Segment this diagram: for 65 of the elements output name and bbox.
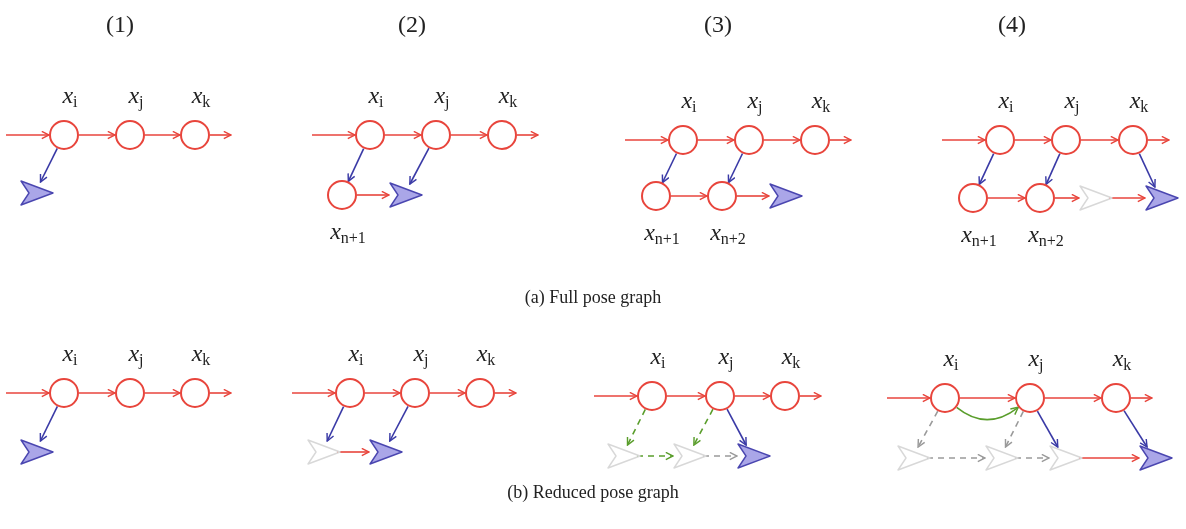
node-label: x$_{i}$ <box>348 341 364 365</box>
arrow <box>959 393 1016 403</box>
node-label: x$_{k}$ <box>191 83 211 107</box>
arrow <box>697 135 735 145</box>
node-label: x$_{k}$ <box>811 88 831 112</box>
arrow <box>364 388 401 398</box>
arrow <box>955 406 1020 421</box>
arrow <box>941 135 986 145</box>
caption: (b) Reduced pose graph <box>507 483 679 501</box>
arrow <box>829 135 852 145</box>
arrow <box>311 130 356 140</box>
node-label: x$_{i}$ <box>681 88 697 112</box>
panel-number: (3) <box>704 12 732 36</box>
node-label: x$_{i}$ <box>368 83 384 107</box>
node-label: x$_{k}$ <box>498 83 518 107</box>
arrow <box>78 388 116 398</box>
arrow <box>516 130 539 140</box>
panel-number: (2) <box>398 12 426 36</box>
arrow <box>1130 393 1153 403</box>
arrow <box>1147 135 1170 145</box>
panel-number: (4) <box>998 12 1026 36</box>
node-label: x$_{n+1}$ <box>644 220 680 244</box>
arrow <box>450 130 488 140</box>
node-label: x$_{i}$ <box>650 344 666 368</box>
arrow <box>799 391 822 401</box>
node-label: x$_{i}$ <box>62 83 78 107</box>
arrow <box>1080 135 1119 145</box>
arrow <box>624 135 669 145</box>
arrow <box>736 191 770 201</box>
arrow <box>144 388 181 398</box>
arrow <box>78 130 116 140</box>
arrow <box>494 388 517 398</box>
arrow <box>209 388 232 398</box>
arrow <box>734 391 771 401</box>
arrow <box>291 388 336 398</box>
arrow <box>670 191 708 201</box>
node-label: x$_{i}$ <box>998 88 1014 112</box>
node-label: x$_{n+1}$ <box>961 222 997 246</box>
arrow <box>384 130 422 140</box>
arrow <box>1054 193 1080 203</box>
arrow <box>593 391 638 401</box>
node-label: x$_{k}$ <box>191 341 211 365</box>
caption: (a) Full pose graph <box>524 288 662 306</box>
arrow <box>1044 393 1102 403</box>
node-label: x$_{k}$ <box>781 344 801 368</box>
arrow <box>987 193 1026 203</box>
arrow <box>356 190 390 200</box>
node-label: x$_{i}$ <box>62 341 78 365</box>
arrow <box>5 388 50 398</box>
node-label: x$_{k}$ <box>1129 88 1149 112</box>
arrow <box>5 130 50 140</box>
node-label: x$_{k}$ <box>1112 346 1132 370</box>
arrow <box>763 135 801 145</box>
arrow <box>666 391 706 401</box>
node-label: x$_{k}$ <box>476 341 496 365</box>
node-label: x$_{n+2}$ <box>1028 222 1064 246</box>
arrow <box>1014 135 1052 145</box>
node-label: x$_{n+1}$ <box>330 219 366 243</box>
node-label: x$_{n+2}$ <box>710 220 746 244</box>
arrow <box>886 393 931 403</box>
panel-number: (1) <box>106 12 134 36</box>
arrow <box>429 388 466 398</box>
node-label: x$_{i}$ <box>943 346 959 370</box>
arrow <box>209 130 232 140</box>
arrow <box>144 130 181 140</box>
